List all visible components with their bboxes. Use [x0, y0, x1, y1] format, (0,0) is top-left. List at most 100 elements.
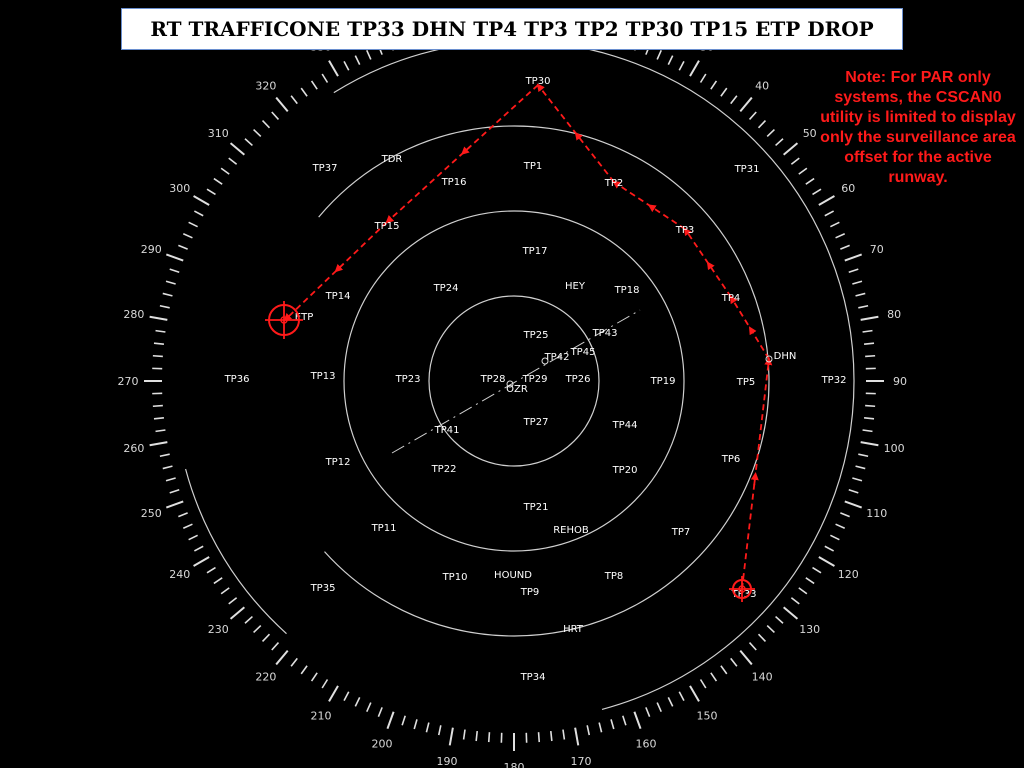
bearing-label: 70 [870, 243, 884, 256]
compass-tick [165, 280, 176, 285]
compass-tick [720, 87, 728, 97]
compass-tick [206, 566, 216, 574]
waypoint-tp12: TP12 [325, 457, 351, 468]
compass-tick [840, 244, 850, 250]
compass-tick [487, 732, 491, 743]
compass-tick [165, 500, 184, 509]
compass-tick [188, 534, 198, 541]
waypoint-tp20: TP20 [612, 465, 638, 476]
compass-tick [343, 60, 350, 71]
compass-tick [475, 730, 479, 742]
waypoint-tp29: TP29 [522, 374, 548, 385]
waypoint-tp6: TP6 [721, 454, 741, 465]
waypoint-tp44: TP44 [612, 420, 638, 431]
compass-tick [193, 195, 210, 206]
compass-tick [855, 465, 866, 470]
compass-tick [783, 142, 799, 156]
bearing-label: 190 [436, 755, 457, 768]
waypoint-tp28: TP28 [480, 374, 506, 385]
page-title: RT TRAFFICONE TP33 DHN TP4 TP3 TP2 TP30 … [150, 17, 874, 41]
waypoint-tp21: TP21 [523, 502, 549, 513]
waypoint-tp15: TP15 [374, 221, 400, 232]
compass-tick [858, 304, 869, 309]
compass-rose-ticks [144, 11, 884, 751]
compass-tick [766, 128, 775, 138]
compass-tick [710, 672, 718, 682]
bearing-label: 210 [311, 709, 332, 722]
compass-tick [848, 489, 859, 494]
compass-tick [253, 128, 262, 138]
bearing-label: 180 [504, 761, 525, 768]
compass-tick [300, 665, 308, 675]
compass-tick [748, 111, 757, 120]
compass-tick [598, 722, 603, 733]
compass-tick [253, 624, 262, 634]
compass-tick [805, 577, 815, 585]
waypoint-tp31: TP31 [734, 164, 760, 175]
compass-tick [574, 727, 580, 746]
bearing-label: 270 [118, 375, 139, 388]
compass-tick [328, 685, 339, 702]
waypoint-tp25: TP25 [523, 330, 549, 341]
compass-tick [699, 679, 707, 689]
compass-tick [840, 512, 850, 518]
bearing-label: 100 [884, 442, 905, 455]
compass-tick [865, 354, 876, 358]
compass-tick [354, 697, 361, 707]
compass-tick [155, 329, 166, 333]
compass-tick [852, 477, 863, 482]
waypoint-etp: ETP [295, 312, 313, 323]
bearing-label: 300 [169, 182, 190, 195]
compass-tick [193, 210, 204, 217]
range-ring-4-arc-b [185, 468, 287, 635]
waypoint-tp22: TP22 [431, 464, 457, 475]
compass-tick [739, 650, 753, 666]
waypoint-tp17: TP17 [522, 246, 548, 257]
compass-tick [228, 157, 238, 165]
runway-extended-centerline [391, 309, 641, 454]
compass-tick [862, 429, 873, 433]
compass-tick [220, 587, 230, 595]
range-rings [185, 40, 855, 710]
compass-tick [858, 453, 869, 458]
waypoint-tp30: TP30 [525, 76, 551, 87]
route-arrow-icon [334, 263, 344, 273]
bearing-label: 310 [208, 127, 229, 140]
waypoint-tp45: TP45 [570, 347, 596, 358]
waypoint-tp11: TP11 [371, 523, 397, 534]
note-text: Note: For PAR only systems, the CSCAN0 u… [820, 69, 1016, 186]
compass-tick [699, 73, 707, 83]
bearing-labels: 0304050607080901001101201301401501601701… [118, 0, 908, 768]
compass-tick [153, 416, 165, 420]
compass-tick [798, 167, 808, 175]
compass-tick [153, 342, 165, 346]
tp33-target-icon [729, 576, 755, 602]
compass-tick [244, 615, 253, 624]
waypoint-tp14: TP14 [325, 291, 351, 302]
waypoint-rehob: REHOB [553, 525, 589, 536]
compass-tick [155, 429, 166, 433]
waypoint-tp43: TP43 [592, 328, 618, 339]
compass-tick [149, 441, 168, 447]
range-ring-inner [428, 295, 600, 467]
waypoint-tp27: TP27 [523, 417, 549, 428]
compass-tick [739, 96, 753, 112]
waypoint-tp10: TP10 [442, 572, 468, 583]
waypoint-tp24: TP24 [433, 283, 459, 294]
compass-tick [182, 233, 193, 239]
compass-tick [169, 489, 180, 494]
compass-tick [678, 60, 685, 71]
compass-tick [863, 416, 875, 420]
compass-tick [321, 679, 329, 689]
waypoint-tp8: TP8 [604, 571, 624, 582]
compass-tick [633, 711, 642, 730]
compass-tick [321, 73, 329, 83]
compass-tick [645, 707, 651, 717]
compass-tick [229, 606, 245, 620]
compass-tick [343, 691, 350, 702]
compass-tick [667, 55, 674, 65]
compass-tick [401, 715, 406, 726]
compass-tick [537, 732, 541, 743]
etp-target-icon [265, 301, 303, 339]
waypoint-tp32: TP32 [821, 375, 847, 386]
